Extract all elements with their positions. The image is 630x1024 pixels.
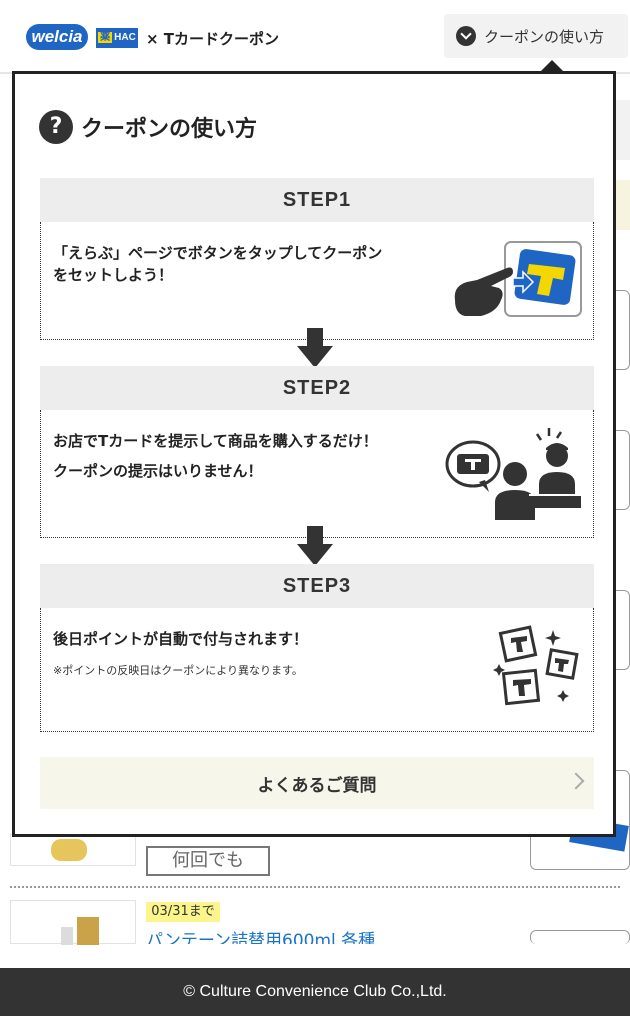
coupon-howto-modal: ? クーポンの使い方 STEP1 「えらぶ」ページでボタンをタップしてクーポン … bbox=[12, 71, 616, 837]
bg-coupon-button[interactable] bbox=[530, 930, 630, 944]
step2-text: お店でTカードを提示して商品を購入するだけ！ クーポンの提示はいりません！ bbox=[53, 430, 378, 482]
modal-pointer bbox=[540, 60, 564, 72]
t-cubes-icon bbox=[493, 625, 579, 706]
bg-tab-right bbox=[616, 180, 630, 230]
step1-text-line: をセットしよう！ bbox=[53, 266, 174, 284]
welcia-logo: welcia bbox=[26, 24, 88, 50]
product-link[interactable]: パンテーン詰替用600ml 各種 bbox=[146, 931, 376, 944]
chevron-down-icon bbox=[456, 26, 476, 46]
step2-text-line: お店でTカードを提示して商品を購入するだけ！ bbox=[53, 432, 378, 450]
step1-text: 「えらぶ」ページでボタンをタップしてクーポン をセットしよう！ bbox=[53, 242, 382, 286]
step3-text: 後日ポイントが自動で付与されます！ bbox=[53, 630, 309, 648]
modal-title: ? クーポンの使い方 bbox=[39, 110, 257, 144]
coupon-howto-label: クーポンの使い方 bbox=[484, 27, 605, 46]
step2-box: お店でTカードを提示して商品を購入するだけ！ クーポンの提示はいりません！ bbox=[40, 410, 594, 538]
bg-edge-right bbox=[616, 100, 630, 160]
footer-copyright: © Culture Convenience Club Co.,Ltd. bbox=[0, 968, 630, 1016]
divider bbox=[10, 886, 620, 888]
step3-header: STEP3 bbox=[40, 564, 594, 608]
arrow-down-icon bbox=[297, 328, 333, 368]
coupon-howto-button[interactable]: クーポンの使い方 bbox=[444, 14, 628, 58]
bg-product-bottle bbox=[51, 839, 87, 861]
frequency-badge: 何回でも bbox=[146, 846, 270, 876]
step2-header: STEP2 bbox=[40, 366, 594, 410]
step3-note: ※ポイントの反映日はクーポンにより異なります。 bbox=[53, 664, 303, 677]
faq-button[interactable]: よくあるご質問 bbox=[40, 757, 594, 809]
hac-logo-kanji: 薬 bbox=[98, 32, 113, 43]
date-badge: 03/31まで bbox=[146, 902, 220, 922]
step1-header: STEP1 bbox=[40, 178, 594, 222]
brand-title: × Tカードクーポン bbox=[146, 30, 280, 48]
hac-logo-text: HAC bbox=[114, 32, 136, 43]
question-icon: ? bbox=[39, 110, 73, 144]
store-clerk-icon bbox=[445, 428, 581, 520]
shampoo-product-icon bbox=[61, 917, 99, 945]
arrow-down-icon bbox=[297, 526, 333, 566]
hand-tap-tcard-icon bbox=[454, 241, 582, 317]
bg-product-image bbox=[10, 834, 136, 866]
step1-text-line: 「えらぶ」ページでボタンをタップしてクーポン bbox=[53, 244, 383, 262]
faq-label: よくあるご質問 bbox=[257, 775, 377, 796]
chevron-right-icon bbox=[567, 772, 585, 790]
bg-edge-left bbox=[0, 80, 10, 108]
bg-product-image bbox=[10, 900, 136, 945]
step1-box: 「えらぶ」ページでボタンをタップしてクーポン をセットしよう！ bbox=[40, 222, 594, 340]
step2-text-line: クーポンの提示はいりません！ bbox=[53, 462, 263, 480]
modal-title-text: クーポンの使い方 bbox=[81, 117, 258, 142]
step3-box: 後日ポイントが自動で付与されます！ ※ポイントの反映日はクーポンにより異なります… bbox=[40, 608, 594, 732]
